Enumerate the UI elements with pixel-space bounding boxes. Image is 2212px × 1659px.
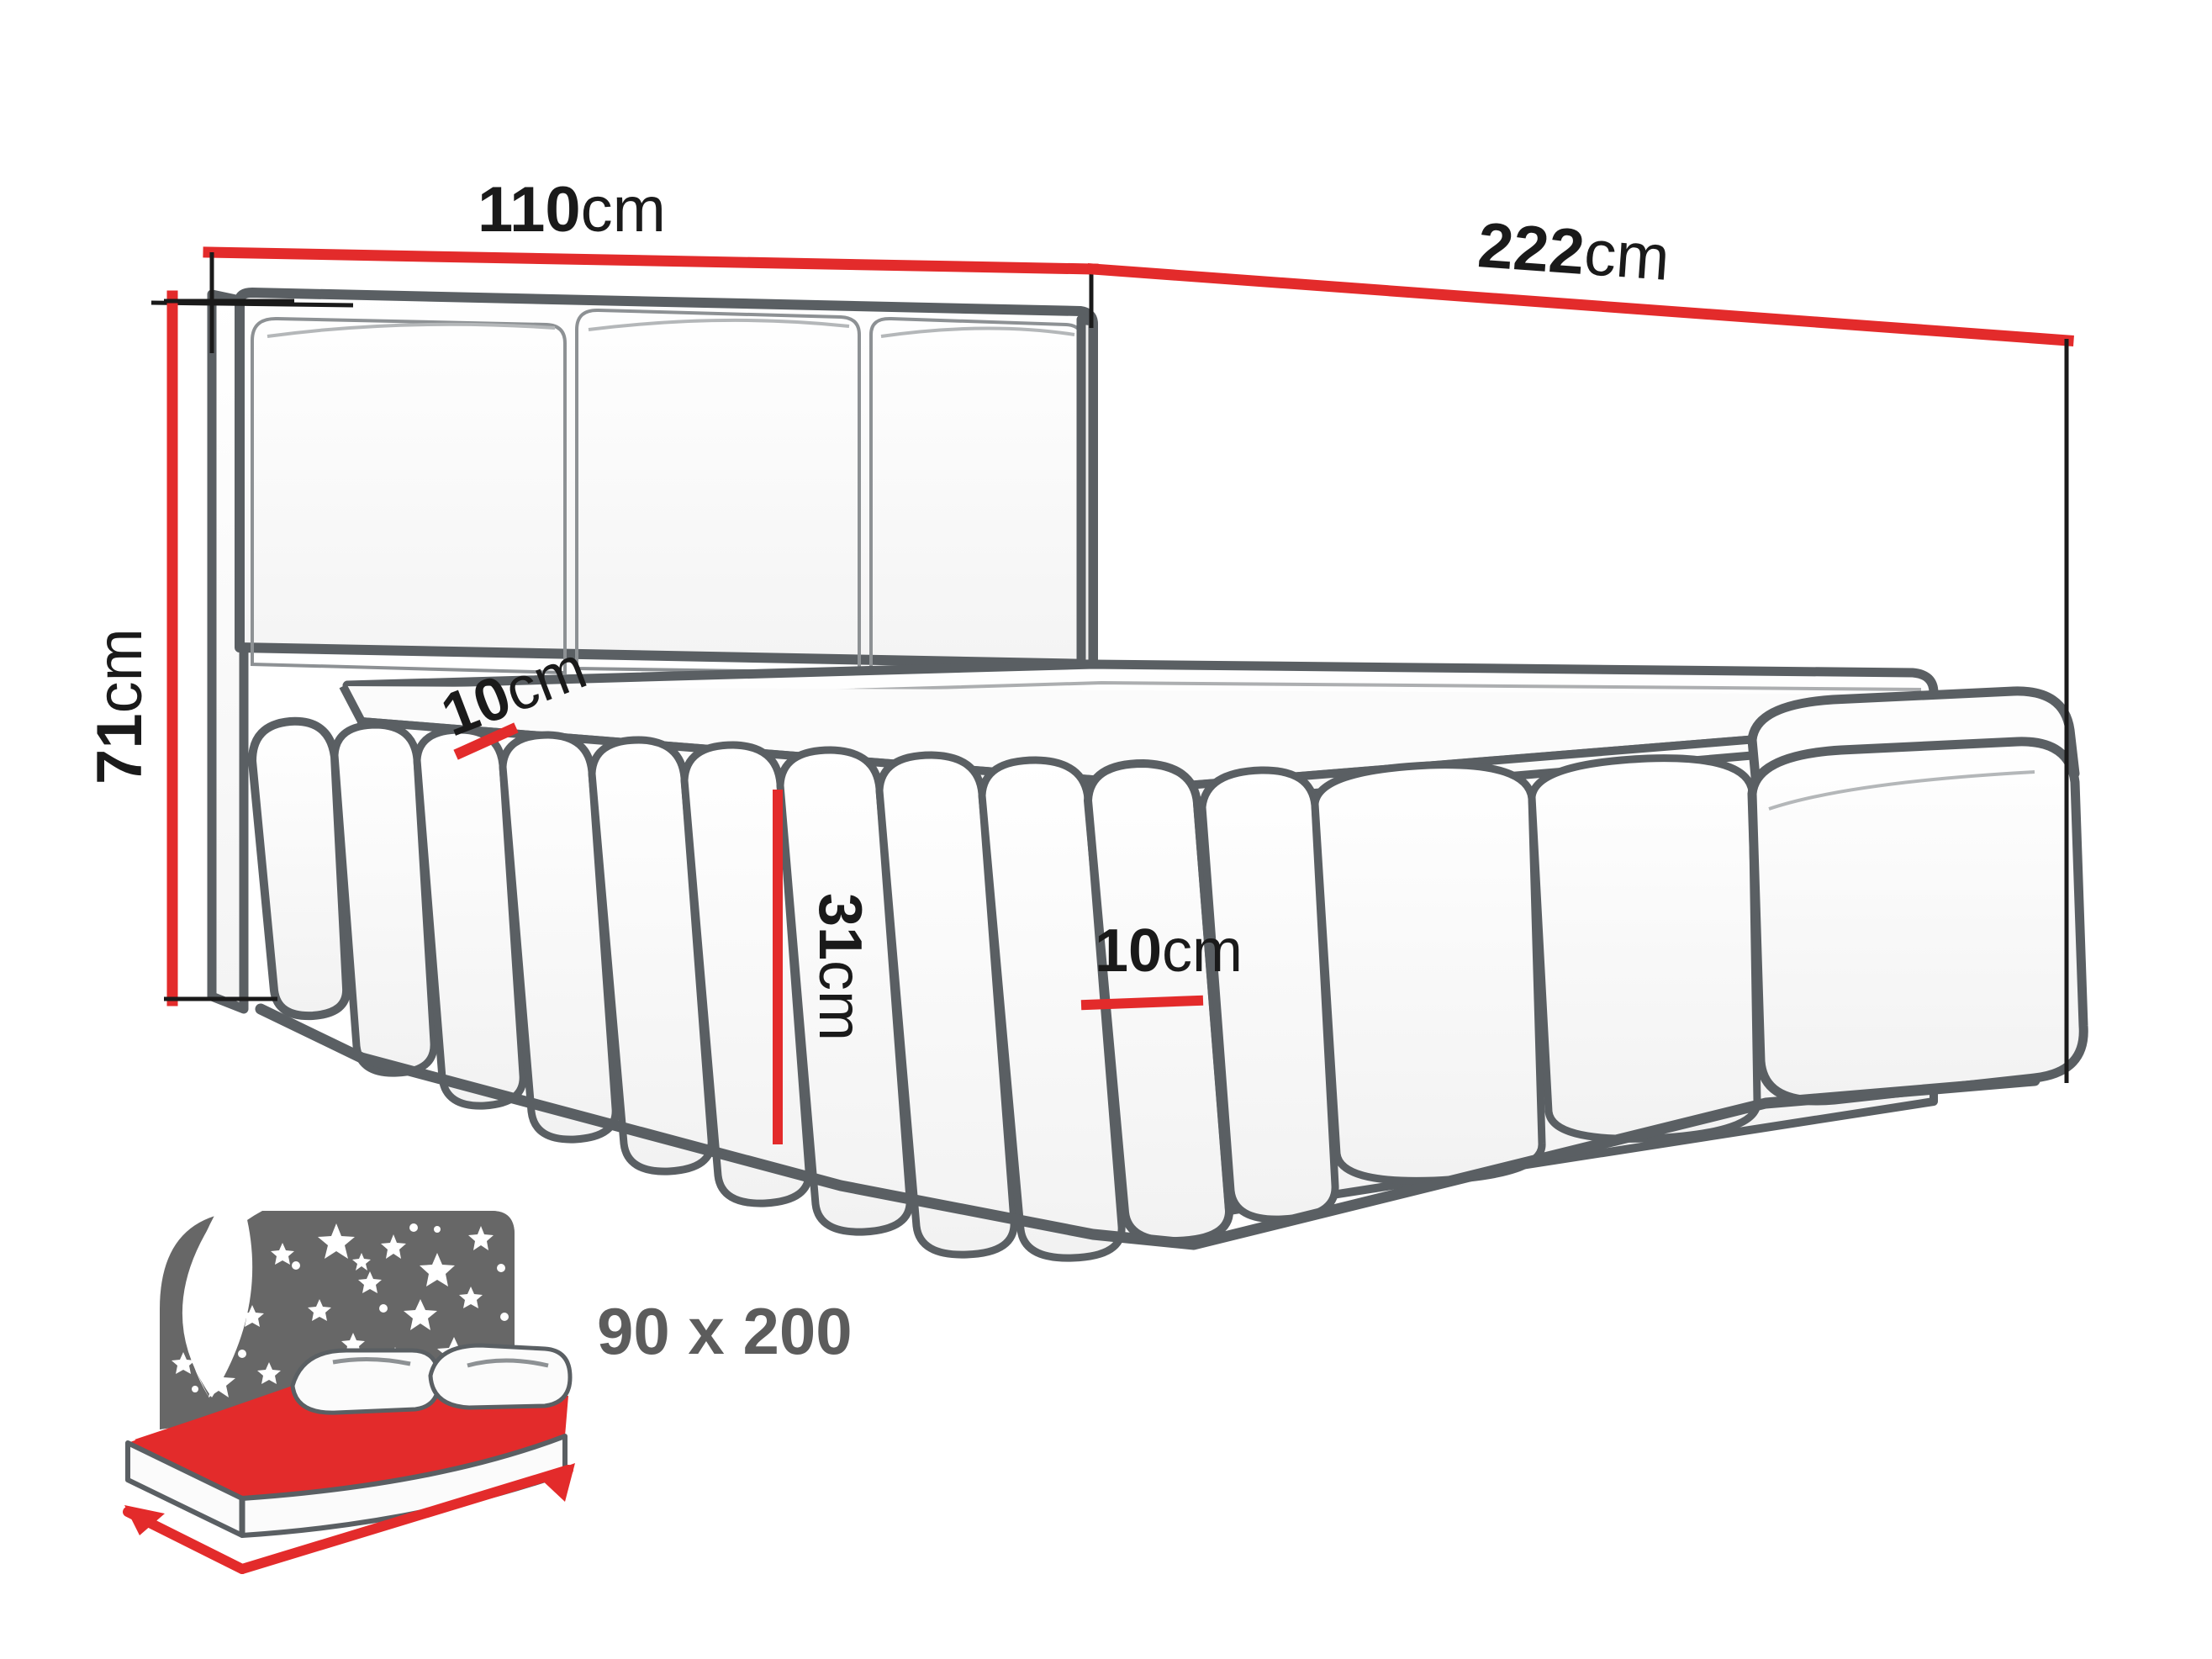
base-puff-right-2 [1311,761,1546,1185]
foot-end-seam [1768,770,2035,811]
base-puff-8 [978,756,1126,1262]
label-foot-thickness: 10cm [1095,917,1243,985]
dimension-arrow-length [237,1465,573,1574]
dimension-annotations [150,246,2074,1144]
pillow-right [428,1343,573,1410]
dimension-arrow-head-left [124,1505,165,1535]
mattress-icon: 90 x 200 [123,1211,853,1574]
base-puff-2 [413,726,527,1110]
moon-arc [182,1213,253,1397]
mattress-top-red [128,1386,568,1498]
headboard-ridge-1 [267,322,556,338]
headboard-ridge-2 [588,318,850,331]
headboard-right-post [1076,314,1098,669]
dimension-line-width [203,246,1099,275]
headboard-panel-1 [251,316,567,675]
dimension-line-foot-thickness [1080,995,1204,1011]
label-base-height: 31cm [806,893,874,1041]
base-bottom-shadow [255,1003,2040,1250]
foot-end-puff [1747,737,2088,1106]
dimension-line-length [1087,263,2074,346]
dimension-tick-mattress [453,722,519,760]
base-puff-1 [330,721,438,1077]
headboard-body [235,288,1098,669]
label-height: 71cm [84,628,156,785]
headboard-ridge-3 [880,326,1075,338]
pillow-left-crease [332,1356,411,1366]
pillow-right-crease [467,1358,549,1368]
bed-illustration [207,288,2088,1262]
headboard-panel-2 [575,308,861,675]
base-puff-right-3 [1528,754,1761,1143]
dimension-arrow-head-right [538,1463,575,1502]
mattress-size-label: 90 x 200 [597,1294,853,1368]
label-length: 222cm [1476,209,1671,294]
label-width: 110cm [478,174,666,246]
base-puff-right-1 [1198,766,1339,1223]
